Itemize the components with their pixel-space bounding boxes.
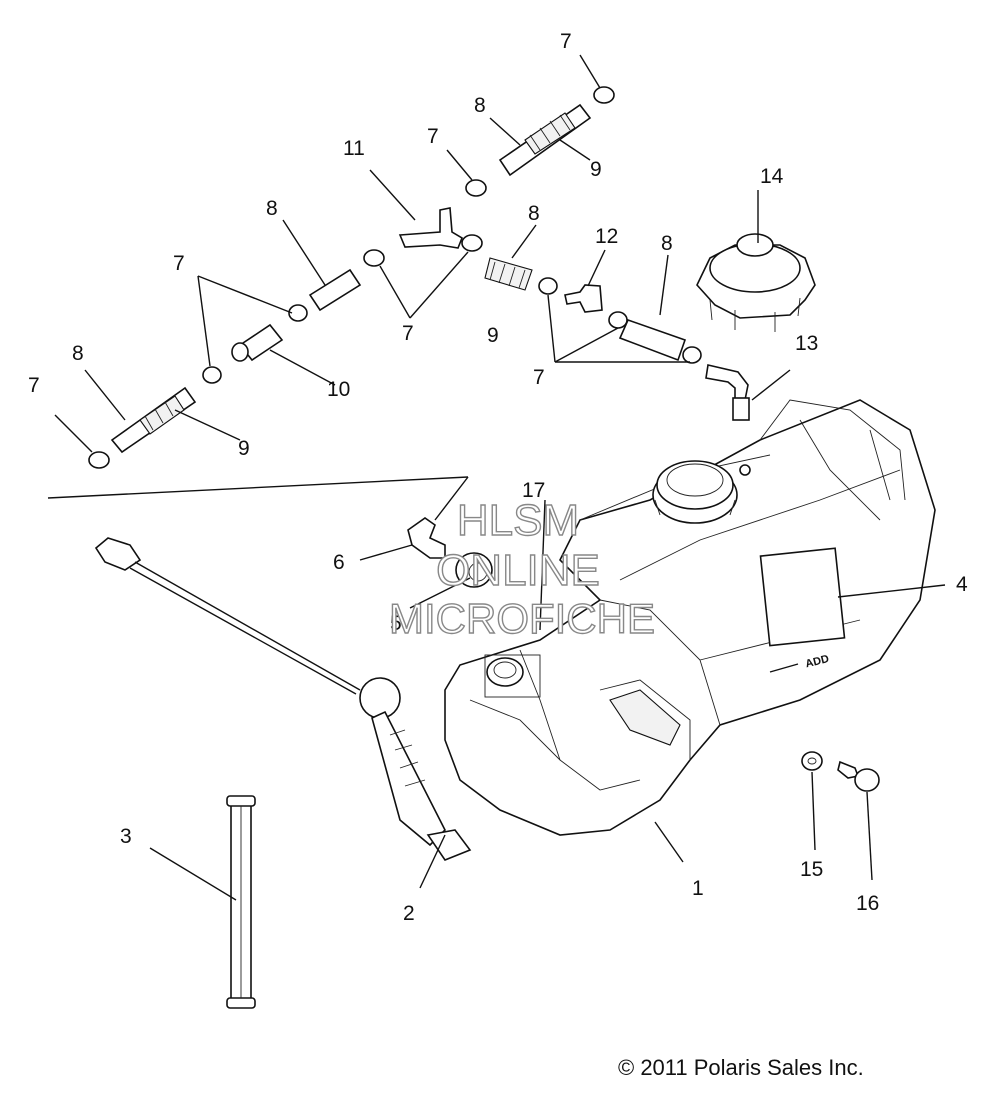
callout-14: 14	[760, 165, 784, 188]
watermark: HLSM ONLINE MICROFICHE	[388, 495, 655, 642]
vent-valve	[407, 517, 493, 588]
callout-8-top: 8	[474, 94, 486, 117]
watermark-line2: ONLINE	[436, 546, 600, 595]
callout-9-top: 9	[590, 158, 602, 181]
callout-numbers: 7 8 9 7 11 8 8 12 14 7 7 9 8 13 10 7 8 7…	[28, 30, 968, 925]
fuel-tank: ADD	[444, 399, 936, 836]
callout-17: 17	[522, 479, 545, 502]
fuel-lines	[88, 86, 702, 469]
callout-7-far-left: 7	[28, 374, 40, 397]
callout-1: 1	[692, 877, 704, 900]
callout-2: 2	[403, 902, 415, 925]
fuel-cap	[696, 233, 816, 332]
callout-7-top: 7	[560, 30, 572, 53]
watermark-line1: HLSM	[457, 496, 579, 545]
fuel-sender	[94, 537, 472, 861]
callout-8-left: 8	[72, 342, 84, 365]
callout-6: 6	[333, 551, 345, 574]
elbow-fitting	[705, 364, 750, 421]
callout-8-center: 8	[528, 202, 540, 225]
callout-13: 13	[795, 332, 818, 355]
copyright: © 2011 Polaris Sales Inc.	[618, 1055, 864, 1080]
callout-7-lower-mid: 7	[402, 322, 414, 345]
decal-text: ADD	[804, 653, 830, 670]
callout-16: 16	[856, 892, 879, 915]
callout-12: 12	[595, 225, 618, 248]
callout-9-left: 9	[238, 437, 250, 460]
callout-9-center: 9	[487, 324, 499, 347]
tank-strap	[226, 795, 256, 1009]
callout-10: 10	[327, 378, 350, 401]
leader-lines	[47, 54, 946, 901]
callout-7-right-group: 7	[533, 366, 545, 389]
callout-11: 11	[343, 137, 365, 160]
callout-5: 5	[390, 612, 402, 635]
callout-3: 3	[120, 825, 132, 848]
callout-7-left: 7	[173, 252, 185, 275]
callout-8-right: 8	[661, 232, 673, 255]
hardware	[801, 751, 880, 792]
callout-4: 4	[956, 573, 968, 596]
callout-7-mid: 7	[427, 125, 439, 148]
watermark-line3: MICROFICHE	[389, 595, 655, 642]
callout-8-mid: 8	[266, 197, 278, 220]
callout-15: 15	[800, 858, 823, 881]
